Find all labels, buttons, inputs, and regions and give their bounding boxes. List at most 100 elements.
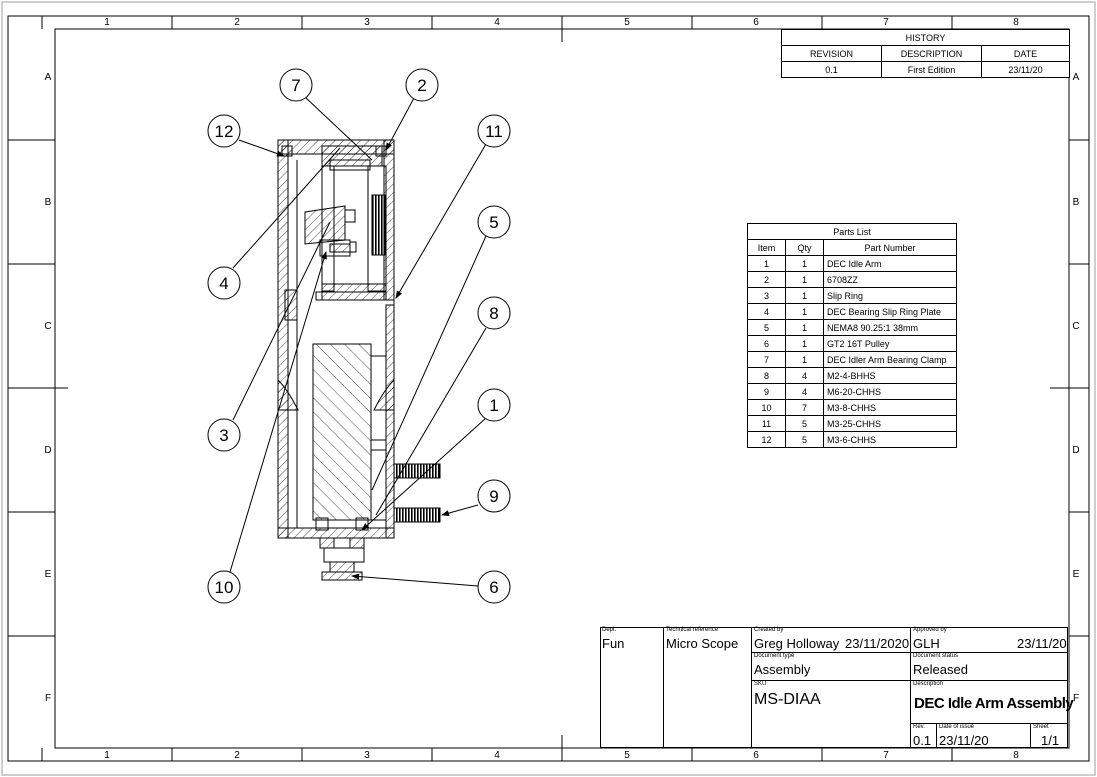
zone-col-2-top: 2 — [234, 17, 240, 28]
parts-part-number: NEMA8 90.25:1 38mm — [823, 319, 957, 336]
parts-item: 5 — [747, 319, 786, 336]
zone-col-3-top: 3 — [364, 17, 370, 28]
parts-list-title: Parts List — [747, 223, 957, 240]
sku-label: SKU — [754, 681, 767, 687]
rev-label: Rev. — [913, 724, 925, 730]
parts-part-number: DEC Bearing Slip Ring Plate — [823, 303, 957, 320]
parts-part-number: M3-6-CHHS — [823, 431, 957, 448]
balloon-3: 3 — [207, 418, 241, 452]
zone-row-d-left: D — [44, 445, 52, 456]
description-label: Description — [913, 681, 944, 687]
parts-qty: 4 — [785, 367, 824, 384]
zone-col-1-bottom: 1 — [104, 750, 110, 761]
doc-status-label: Document status — [913, 653, 959, 659]
zone-col-7-top: 7 — [883, 17, 889, 28]
zone-row-a-right: A — [1072, 72, 1080, 83]
parts-qty: 4 — [785, 383, 824, 400]
zone-row-b-right: B — [1072, 197, 1080, 208]
parts-item: 11 — [747, 415, 786, 432]
balloon-10: 10 — [207, 570, 241, 604]
balloon-6: 6 — [477, 570, 511, 604]
created-by-label: Created by — [754, 627, 784, 633]
parts-qty: 5 — [785, 431, 824, 448]
balloon-9: 9 — [477, 479, 511, 513]
history-header-revision: REVISION — [781, 45, 882, 62]
description-cell: Description DEC Idle Arm Assembly — [910, 680, 1074, 723]
parts-part-number: DEC Idle Arm — [823, 255, 957, 272]
svg-text:4: 4 — [219, 274, 228, 293]
svg-text:7: 7 — [291, 76, 300, 95]
zone-col-5-bottom: 5 — [624, 750, 630, 761]
history-date-value: 23/11/20 — [981, 61, 1070, 78]
zone-row-b-left: B — [44, 197, 52, 208]
approved-by-cell: Approved by GLH 23/11/20 — [910, 627, 1068, 652]
section-body — [277, 139, 441, 581]
parts-part-number: M3-8-CHHS — [823, 399, 957, 416]
dept-value: Fun — [602, 636, 625, 651]
parts-qty: 1 — [785, 287, 824, 304]
history-title: HISTORY — [781, 29, 1070, 46]
dept-label: Dept. — [602, 627, 617, 633]
tech-ref-label: Technical reference — [666, 627, 719, 633]
parts-qty: 1 — [785, 255, 824, 272]
balloon-2: 2 — [405, 68, 439, 102]
leader-lines — [229, 97, 487, 587]
approved-by-label: Approved by — [913, 627, 947, 633]
sheet-value: 1/1 — [1041, 733, 1060, 748]
approved-date-value: 23/11/20 — [1017, 636, 1067, 651]
parts-item: 8 — [747, 367, 786, 384]
zone-col-7-bottom: 7 — [883, 750, 889, 761]
tech-ref-value: Micro Scope — [666, 636, 739, 651]
doc-status-value: Released — [913, 662, 968, 677]
svg-text:8: 8 — [489, 304, 498, 323]
parts-header-item: Item — [747, 239, 786, 256]
zone-row-e-left: E — [44, 569, 52, 580]
zone-col-8-top: 8 — [1013, 17, 1019, 28]
parts-part-number: DEC Idler Arm Bearing Clamp — [823, 351, 957, 368]
history-description-value: First Edition — [881, 61, 982, 78]
balloon-8: 8 — [477, 296, 511, 330]
parts-part-number: GT2 16T Pulley — [823, 335, 957, 352]
parts-item: 6 — [747, 335, 786, 352]
parts-part-number: 6708ZZ — [823, 271, 957, 288]
zone-col-4-bottom: 4 — [494, 750, 500, 761]
balloon-4: 4 — [207, 266, 241, 300]
zone-row-f-left: F — [44, 693, 52, 704]
created-by-cell: Created by Greg Holloway 23/11/2020 — [752, 627, 910, 652]
zone-row-e-right: E — [1072, 569, 1080, 580]
balloon-5: 5 — [477, 205, 511, 239]
balloon-11: 11 — [477, 114, 511, 148]
history-revision-value: 0.1 — [781, 61, 882, 78]
dept-cell: Dept. Fun — [600, 627, 664, 748]
parts-qty: 5 — [785, 415, 824, 432]
parts-item: 9 — [747, 383, 786, 400]
zone-col-3-bottom: 3 — [364, 750, 370, 761]
balloon-12: 12 — [207, 114, 241, 148]
zone-col-8-bottom: 8 — [1013, 750, 1019, 761]
parts-item: 4 — [747, 303, 786, 320]
parts-qty: 1 — [785, 351, 824, 368]
created-by-value: Greg Holloway — [754, 636, 840, 651]
svg-text:5: 5 — [489, 213, 498, 232]
zone-row-c-left: C — [44, 321, 52, 332]
sku-cell: SKU MS-DIAA — [752, 680, 910, 748]
sheet-label: Sheet — [1033, 724, 1049, 730]
parts-qty: 1 — [785, 319, 824, 336]
date-of-issue-value: 23/11/20 — [939, 733, 989, 748]
history-header-date: DATE — [981, 45, 1070, 62]
rev-cell: Rev. 0.1 — [910, 723, 936, 748]
parts-item: 1 — [747, 255, 786, 272]
parts-item: 10 — [747, 399, 786, 416]
